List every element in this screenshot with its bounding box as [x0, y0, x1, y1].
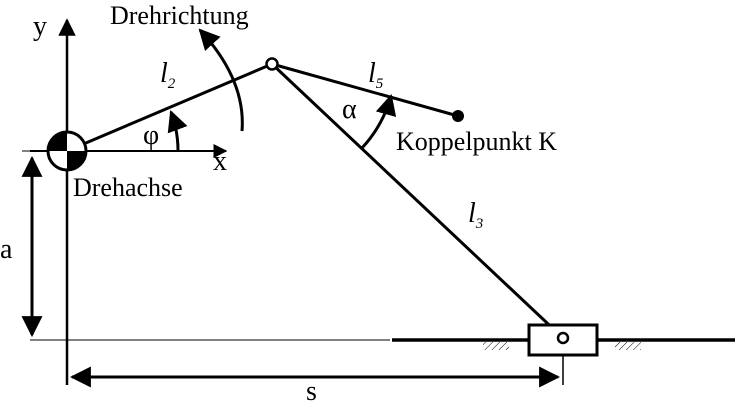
ground-hatch-right: [615, 342, 641, 350]
link-l2: [66, 62, 273, 153]
y-axis-label: y: [33, 11, 47, 42]
phi-label: φ: [143, 120, 159, 151]
x-axis-label: x: [213, 146, 227, 177]
alpha-arc: [360, 93, 397, 150]
l3-label: l3: [468, 198, 483, 232]
rotation-arrow: [198, 28, 244, 132]
l3-subscript: 3: [475, 216, 484, 232]
slider-joint: [556, 331, 570, 345]
pivot-label: Drehachse: [73, 173, 183, 202]
l2-subscript: 2: [168, 76, 176, 92]
top-joint: [265, 57, 279, 71]
link-l5: [271, 62, 459, 118]
link-l3: [270, 62, 565, 340]
coupler-point-label: Koppelpunkt K: [396, 127, 557, 156]
l5-subscript: 5: [376, 76, 384, 92]
alpha-label: α: [342, 94, 357, 125]
l3-letter: l: [468, 198, 476, 229]
l2-label: l2: [160, 58, 176, 92]
l5-label: l5: [368, 58, 384, 92]
dimension-s-label: s: [306, 376, 317, 402]
rotation-label: Drehrichtung: [110, 1, 249, 30]
phi-arc: [167, 110, 188, 152]
ground-hatch-left: [483, 342, 509, 350]
l2-letter: l: [160, 58, 168, 89]
coupler-point-k: [452, 110, 464, 122]
l5-letter: l: [368, 58, 376, 89]
dimension-a-label: a: [0, 234, 13, 265]
pivot-symbol: [46, 130, 88, 172]
